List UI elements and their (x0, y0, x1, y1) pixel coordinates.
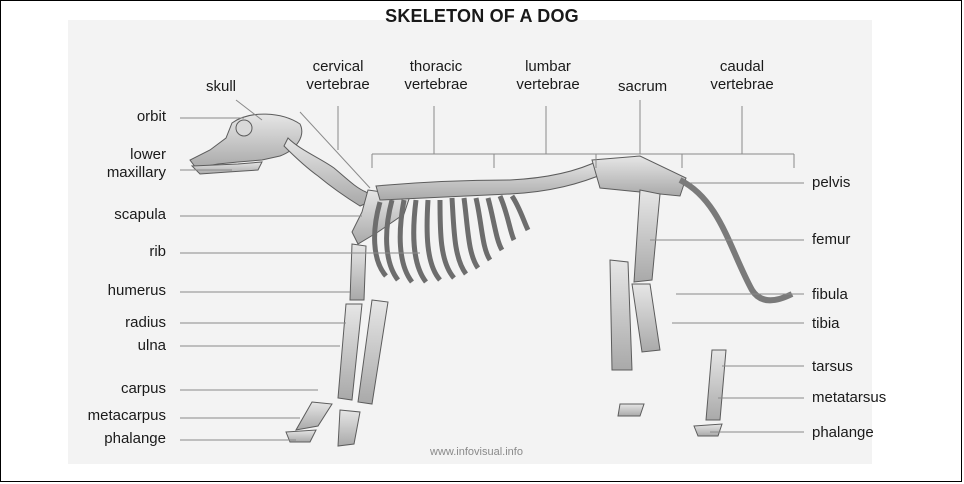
label-caudal-line1: caudal (700, 58, 784, 76)
label-radius: radius (60, 314, 166, 332)
label-maxillary: maxillary (60, 164, 166, 182)
tarsus-bone (610, 260, 632, 370)
label-lumbar-line1: lumbar (506, 58, 590, 76)
hind-metatarsus (706, 350, 726, 420)
label-humerus: humerus (60, 282, 166, 300)
label-cervical-vertebrae: cervical vertebrae (296, 58, 380, 94)
label-cervical-line1: cervical (296, 58, 380, 76)
label-thoracic-line2: vertebrae (394, 76, 478, 94)
label-lower: lower (60, 146, 166, 164)
label-caudal-line2: vertebrae (700, 76, 784, 94)
label-phalange-front: phalange (60, 430, 166, 448)
radius-ulna-bones (338, 304, 362, 400)
label-orbit: orbit (60, 108, 166, 126)
label-thoracic-vertebrae: thoracic vertebrae (394, 58, 478, 94)
label-tarsus: tarsus (812, 358, 853, 376)
hind-paw-2 (618, 404, 644, 416)
tibia-fibula-bones (632, 284, 660, 352)
label-carpus: carpus (60, 380, 166, 398)
pelvis-bone (592, 156, 686, 196)
label-skull: skull (206, 78, 236, 96)
femur-bone (634, 190, 660, 282)
label-phalange-hind: phalange (812, 424, 874, 442)
label-scapula: scapula (60, 206, 166, 224)
label-lumbar-line2: vertebrae (506, 76, 590, 94)
cervical-spine (284, 138, 374, 206)
front-leg-2 (358, 300, 388, 404)
watermark: www.infovisual.info (430, 446, 523, 458)
label-thoracic-line1: thoracic (394, 58, 478, 76)
label-tibia: tibia (812, 315, 840, 333)
front-carpus-metacarpus (296, 402, 332, 430)
label-pelvis: pelvis (812, 174, 850, 192)
label-ulna: ulna (60, 337, 166, 355)
front-paw-2 (338, 410, 360, 446)
label-rib: rib (60, 243, 166, 261)
label-metatarsus: metatarsus (812, 389, 886, 407)
label-metacarpus: metacarpus (60, 407, 166, 425)
humerus-bone (350, 244, 366, 300)
diagram-title: SKELETON OF A DOG (0, 6, 964, 27)
dorsal-spine (376, 160, 608, 200)
label-lumbar-vertebrae: lumbar vertebrae (506, 58, 590, 94)
orbit-bone (236, 120, 252, 136)
label-cervical-line2: vertebrae (296, 76, 380, 94)
hind-phalanges (694, 424, 722, 436)
label-femur: femur (812, 231, 850, 249)
label-fibula: fibula (812, 286, 848, 304)
label-sacrum: sacrum (618, 78, 667, 96)
label-caudal-vertebrae: caudal vertebrae (700, 58, 784, 94)
